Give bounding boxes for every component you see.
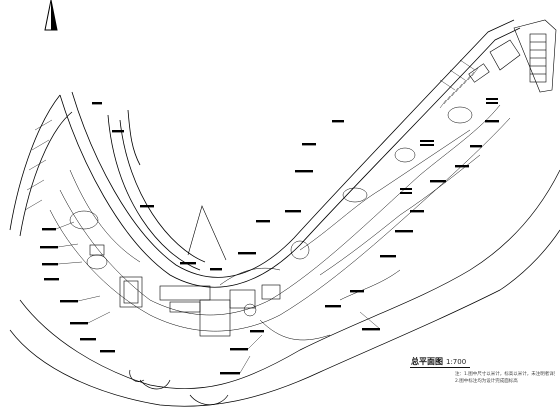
note-line: 2.图中标注均为设计完成面标高 [455, 379, 518, 384]
drawing-title-block: 总平面图 1:700 [411, 356, 466, 367]
road-hatching [24, 59, 476, 211]
parking-strip [439, 67, 479, 109]
annotation-callouts [40, 102, 499, 375]
triangle-feature [187, 205, 227, 261]
park-paths [49, 104, 511, 341]
right-tags [400, 98, 498, 194]
north-arrow-icon [44, 0, 58, 31]
drawing-title: 总平面图 [411, 357, 443, 366]
note-line: 注：1.图中尺寸以米计，标高以米计，未注明者详见施工图 [455, 372, 555, 377]
leader-lines [55, 221, 381, 374]
road-band [9, 19, 521, 288]
buildings [89, 244, 281, 337]
drawing-scale: 1:700 [446, 358, 467, 366]
upper-right-buildings [468, 19, 557, 93]
waterfront-edge [9, 169, 560, 407]
drawing-notes: 注：1.图中尺寸以米计，标高以米计，未注明者详见施工图 2.图中标注均为设计完成… [455, 371, 555, 385]
title-underline [410, 367, 470, 368]
